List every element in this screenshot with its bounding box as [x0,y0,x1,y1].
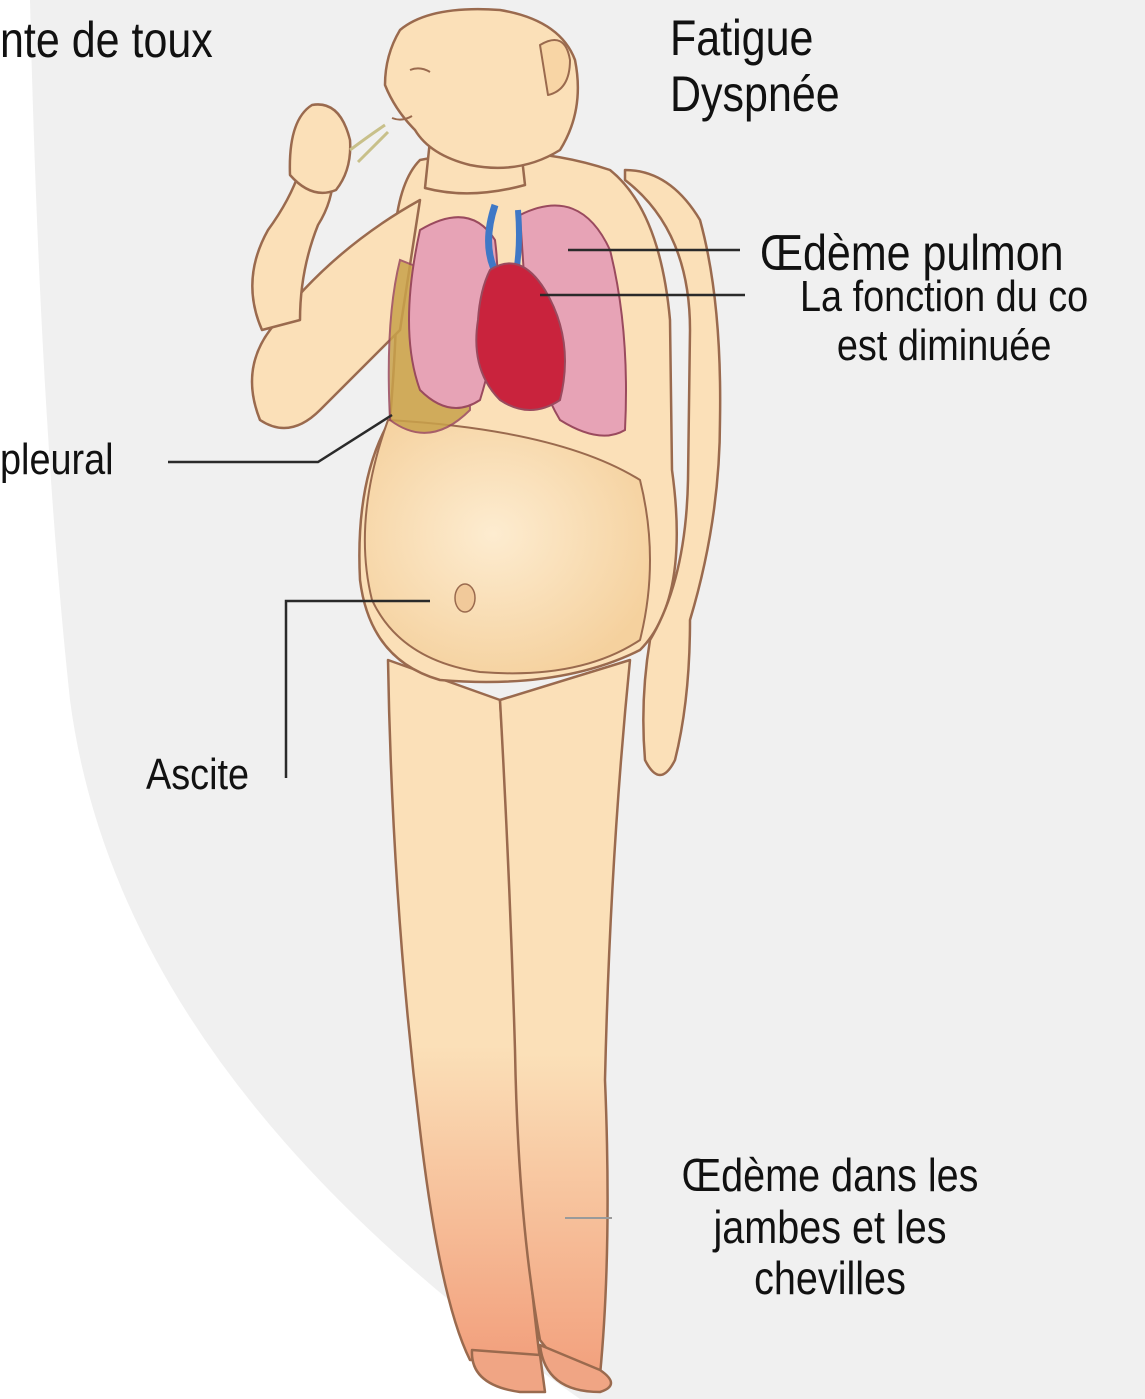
heart-function-label: La fonction du co est diminuée [800,272,1088,371]
fatigue-dyspnea-label: Fatigue Dyspnée [670,10,840,122]
navel [455,584,475,612]
ascites-label: Ascite [146,750,249,799]
cough-label: nte de toux [0,12,213,68]
leg-edema-label: Œdème dans les jambes et les chevilles [606,1150,1053,1305]
pleural-label: pleural [0,435,114,484]
left-hand [290,104,350,192]
